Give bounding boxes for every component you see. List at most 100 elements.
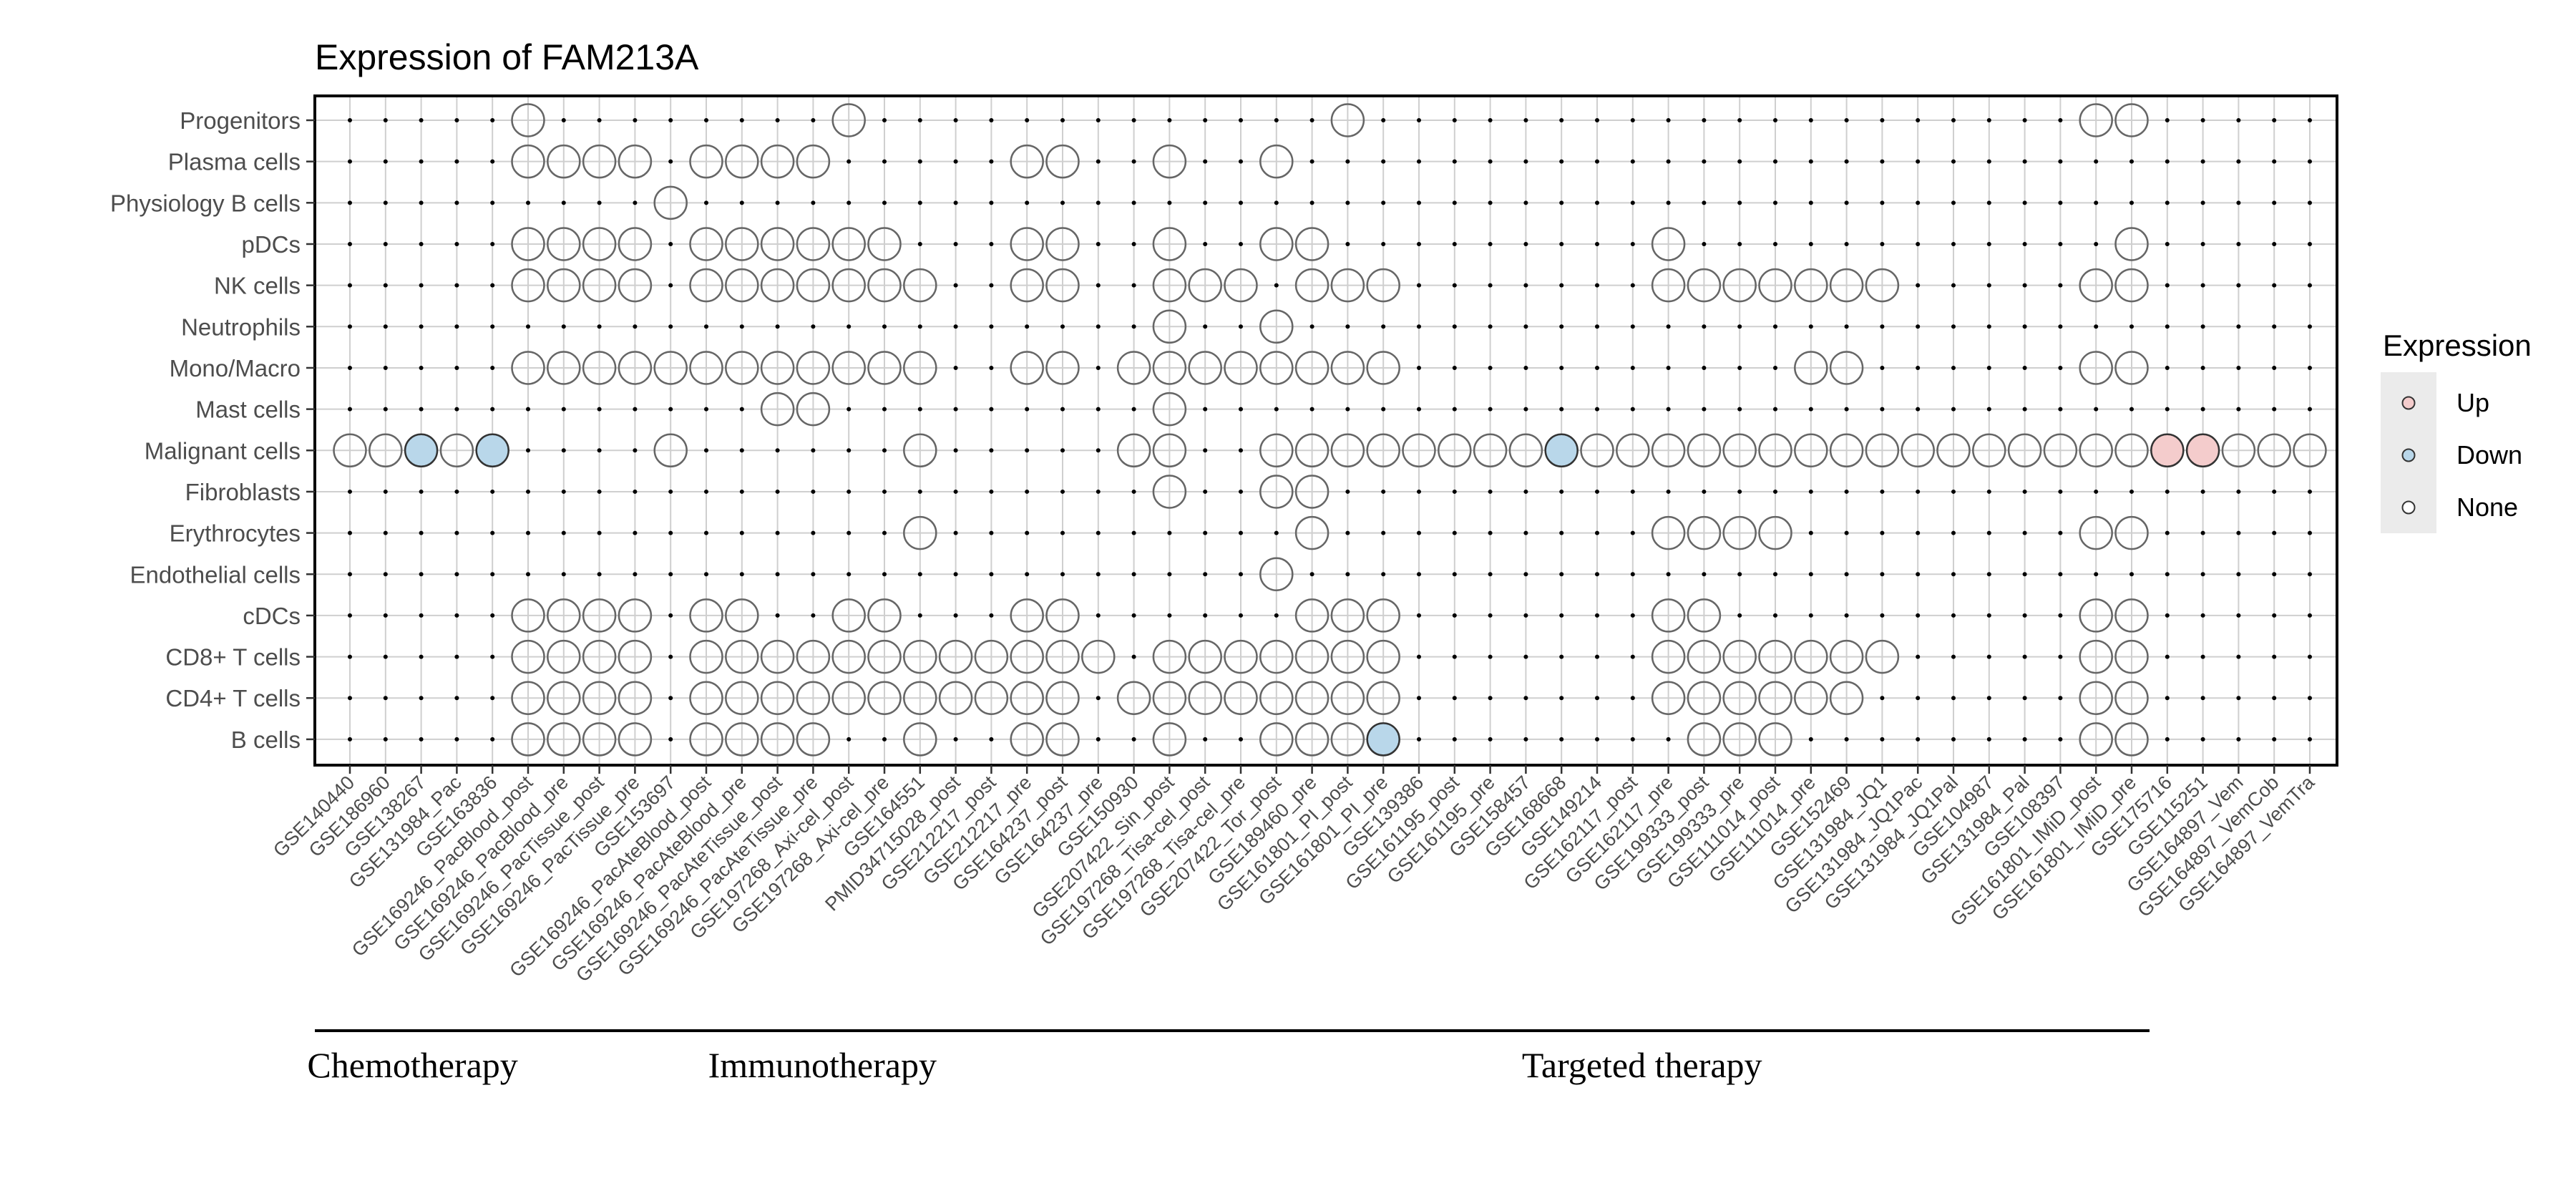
empty-cell-dot (2308, 283, 2312, 288)
point-none (653, 185, 688, 220)
point-none (1294, 433, 1330, 468)
empty-cell-dot (739, 448, 744, 453)
point-none (1294, 227, 1330, 261)
empty-cell-dot (2236, 200, 2241, 205)
empty-cell-dot (1737, 572, 1742, 577)
point-none (1152, 351, 1187, 385)
empty-cell-dot (1844, 407, 1849, 412)
empty-cell-dot (1381, 200, 1386, 205)
empty-cell-dot (847, 530, 852, 535)
empty-cell-dot (2058, 365, 2063, 370)
point-none (547, 639, 581, 674)
empty-cell-dot (1702, 159, 1707, 164)
point-none (1330, 598, 1365, 633)
empty-cell-dot (739, 324, 744, 329)
point-none (2221, 433, 2256, 468)
empty-cell-dot (1096, 613, 1101, 618)
point-none (1651, 227, 1686, 261)
empty-cell-dot (1559, 696, 1564, 701)
empty-cell-dot (1452, 654, 1457, 659)
empty-cell-dot (419, 159, 424, 164)
empty-cell-dot (1951, 283, 1956, 288)
point-none (1794, 681, 1828, 715)
empty-cell-dot (348, 200, 352, 205)
empty-cell-dot (1666, 407, 1671, 412)
y-tick-label: Progenitors (180, 107, 301, 134)
empty-cell-dot (2165, 489, 2170, 494)
empty-cell-dot (668, 241, 673, 246)
empty-cell-dot (1523, 737, 1528, 742)
empty-cell-dot (2165, 159, 2170, 164)
point-none (1294, 639, 1330, 674)
point-none (1045, 639, 1080, 674)
point-none (1366, 268, 1400, 303)
empty-cell-dot (1808, 407, 1813, 412)
point-none (689, 639, 723, 674)
empty-cell-dot (1986, 118, 1991, 122)
empty-cell-dot (1916, 572, 1921, 577)
empty-cell-dot (1488, 200, 1493, 205)
empty-cell-dot (2165, 283, 2170, 288)
point-none (1687, 515, 1722, 550)
empty-cell-dot (775, 448, 780, 453)
empty-cell-dot (1381, 159, 1386, 164)
empty-cell-dot (348, 324, 352, 329)
empty-cell-dot (1417, 489, 1421, 494)
empty-cell-dot (383, 696, 388, 701)
point-none (1687, 598, 1722, 633)
point-none (2079, 722, 2113, 757)
empty-cell-dot (704, 200, 708, 205)
empty-cell-dot (2308, 696, 2312, 701)
empty-cell-dot (526, 407, 530, 412)
empty-cell-dot (953, 241, 958, 246)
point-none (974, 639, 1009, 674)
point-none (2114, 268, 2149, 303)
empty-cell-dot (348, 613, 352, 618)
empty-cell-dot (1523, 200, 1528, 205)
point-none (1010, 639, 1044, 674)
empty-cell-dot (1203, 448, 1208, 453)
point-none (547, 598, 581, 633)
empty-cell-dot (811, 448, 816, 453)
empty-cell-dot (2165, 696, 2170, 701)
empty-cell-dot (1630, 737, 1635, 742)
legend-key-none (2401, 500, 2416, 515)
empty-cell-dot (2094, 572, 2099, 577)
empty-cell-dot (2236, 572, 2241, 577)
empty-cell-dot (1880, 407, 1885, 412)
point-none (1330, 722, 1365, 757)
empty-cell-dot (2165, 530, 2170, 535)
point-none (2079, 351, 2113, 385)
empty-cell-dot (454, 654, 459, 659)
point-none (1045, 351, 1080, 385)
empty-cell-dot (1417, 159, 1421, 164)
empty-cell-dot (2272, 159, 2277, 164)
empty-cell-dot (1131, 324, 1136, 329)
empty-cell-dot (1488, 324, 1493, 329)
empty-cell-dot (811, 489, 816, 494)
point-none (1045, 722, 1080, 757)
empty-cell-dot (1986, 324, 1991, 329)
empty-cell-dot (1274, 613, 1279, 618)
empty-cell-dot (1951, 530, 1956, 535)
empty-cell-dot (1630, 530, 1635, 535)
empty-cell-dot (561, 200, 566, 205)
empty-cell-dot (1844, 613, 1849, 618)
empty-cell-dot (1666, 200, 1671, 205)
empty-cell-dot (847, 737, 852, 742)
empty-cell-dot (1096, 283, 1101, 288)
empty-cell-dot (1808, 489, 1813, 494)
empty-cell-dot (1773, 118, 1777, 122)
empty-cell-dot (1523, 365, 1528, 370)
point-none (1758, 722, 1792, 757)
empty-cell-dot (1808, 613, 1813, 618)
point-none (903, 351, 937, 385)
legend-key-down (2401, 448, 2416, 462)
empty-cell-dot (490, 654, 495, 659)
point-none (618, 639, 653, 674)
empty-cell-dot (953, 737, 958, 742)
empty-cell-dot (953, 324, 958, 329)
empty-cell-dot (1488, 283, 1493, 288)
empty-cell-dot (383, 530, 388, 535)
